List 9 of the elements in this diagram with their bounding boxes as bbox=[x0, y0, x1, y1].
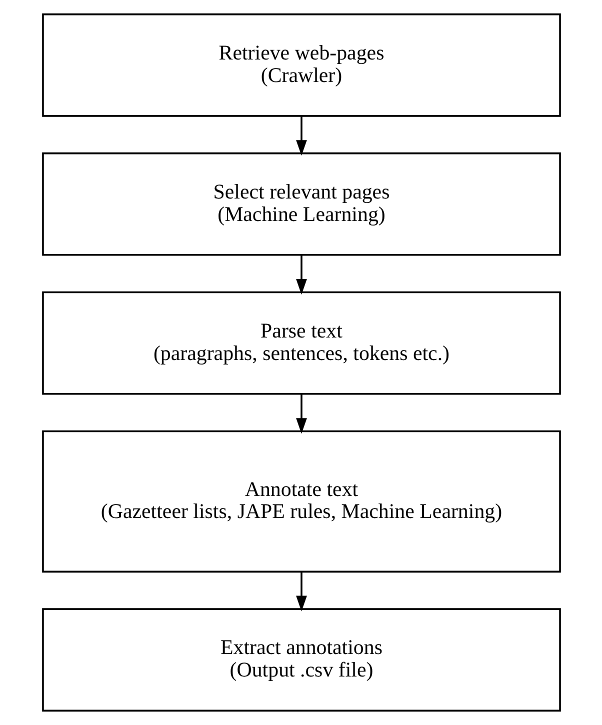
node-box: Extract annotations (Output .csv file) bbox=[42, 608, 560, 712]
arrow bbox=[296, 116, 306, 156]
arrow bbox=[296, 394, 306, 434]
node-box: Parse text (paragraphs, sentences, tokens etc.) bbox=[42, 291, 560, 395]
arrow bbox=[296, 255, 306, 295]
node-box: Select relevant pages (Machine Learning) bbox=[42, 152, 560, 256]
arrow bbox=[296, 572, 306, 612]
node-box: Retrieve web-pages (Crawler) bbox=[42, 13, 560, 117]
node-box: Annotate text (Gazetteer lists, JAPE rules, Machine Learning) bbox=[42, 430, 560, 573]
